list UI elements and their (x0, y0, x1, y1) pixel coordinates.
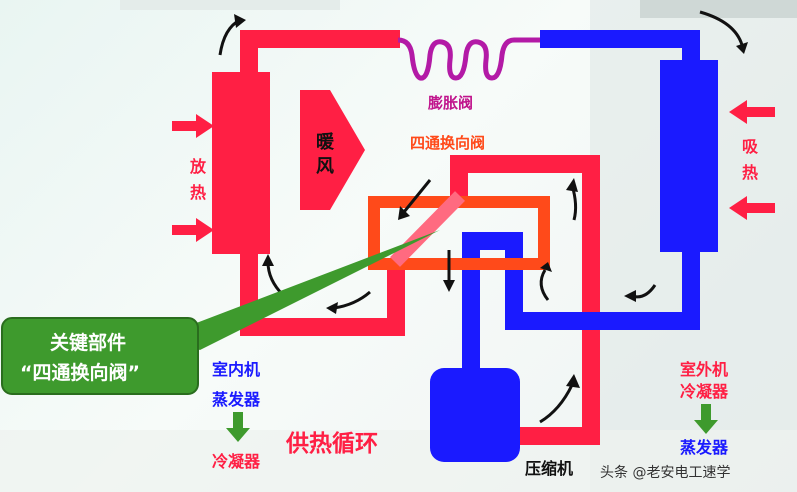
outdoor-condenser-label: 冷凝器 (680, 382, 729, 401)
outdoor-evaporator-label: 蒸发器 (680, 438, 729, 457)
indoor-coil (212, 72, 270, 254)
four-way-valve-label: 四通换向阀 (410, 134, 486, 152)
indoor-condenser-label: 冷凝器 (212, 452, 261, 471)
warm-air-arrow (300, 90, 365, 210)
top-hot-pipe (240, 30, 400, 48)
green-down-arrow-icon (226, 404, 718, 442)
key-part-line1: 关键部件 (50, 332, 127, 354)
compressor (430, 368, 520, 462)
callout-pointer (140, 230, 440, 350)
compressor-label: 压缩机 (525, 459, 574, 478)
top-cold-pipe (540, 30, 700, 48)
indoor-unit-label: 室内机 (212, 360, 261, 379)
expansion-valve-coil (397, 37, 540, 81)
valve-slider (390, 191, 465, 267)
red-arrow-icon (729, 100, 775, 220)
callout-bubble (1, 317, 199, 395)
arrowhead (234, 14, 748, 388)
key-part-line2: “四通换向阀” (20, 362, 140, 384)
warm-air-label: 暖风 (313, 132, 334, 180)
watermark: 头条 @老安电工速学 (600, 465, 731, 481)
outdoor-coil (660, 60, 718, 252)
outdoor-unit-label: 室外机 (680, 360, 729, 379)
heating-cycle-label: 供热循环 (286, 431, 378, 457)
expansion-valve-label: 膨胀阀 (428, 94, 474, 112)
absorb-heat-label: 吸热 (739, 138, 758, 190)
red-arrow-icon (172, 114, 214, 242)
release-heat-label: 放热 (187, 158, 206, 210)
indoor-evaporator-label: 蒸发器 (212, 390, 261, 409)
